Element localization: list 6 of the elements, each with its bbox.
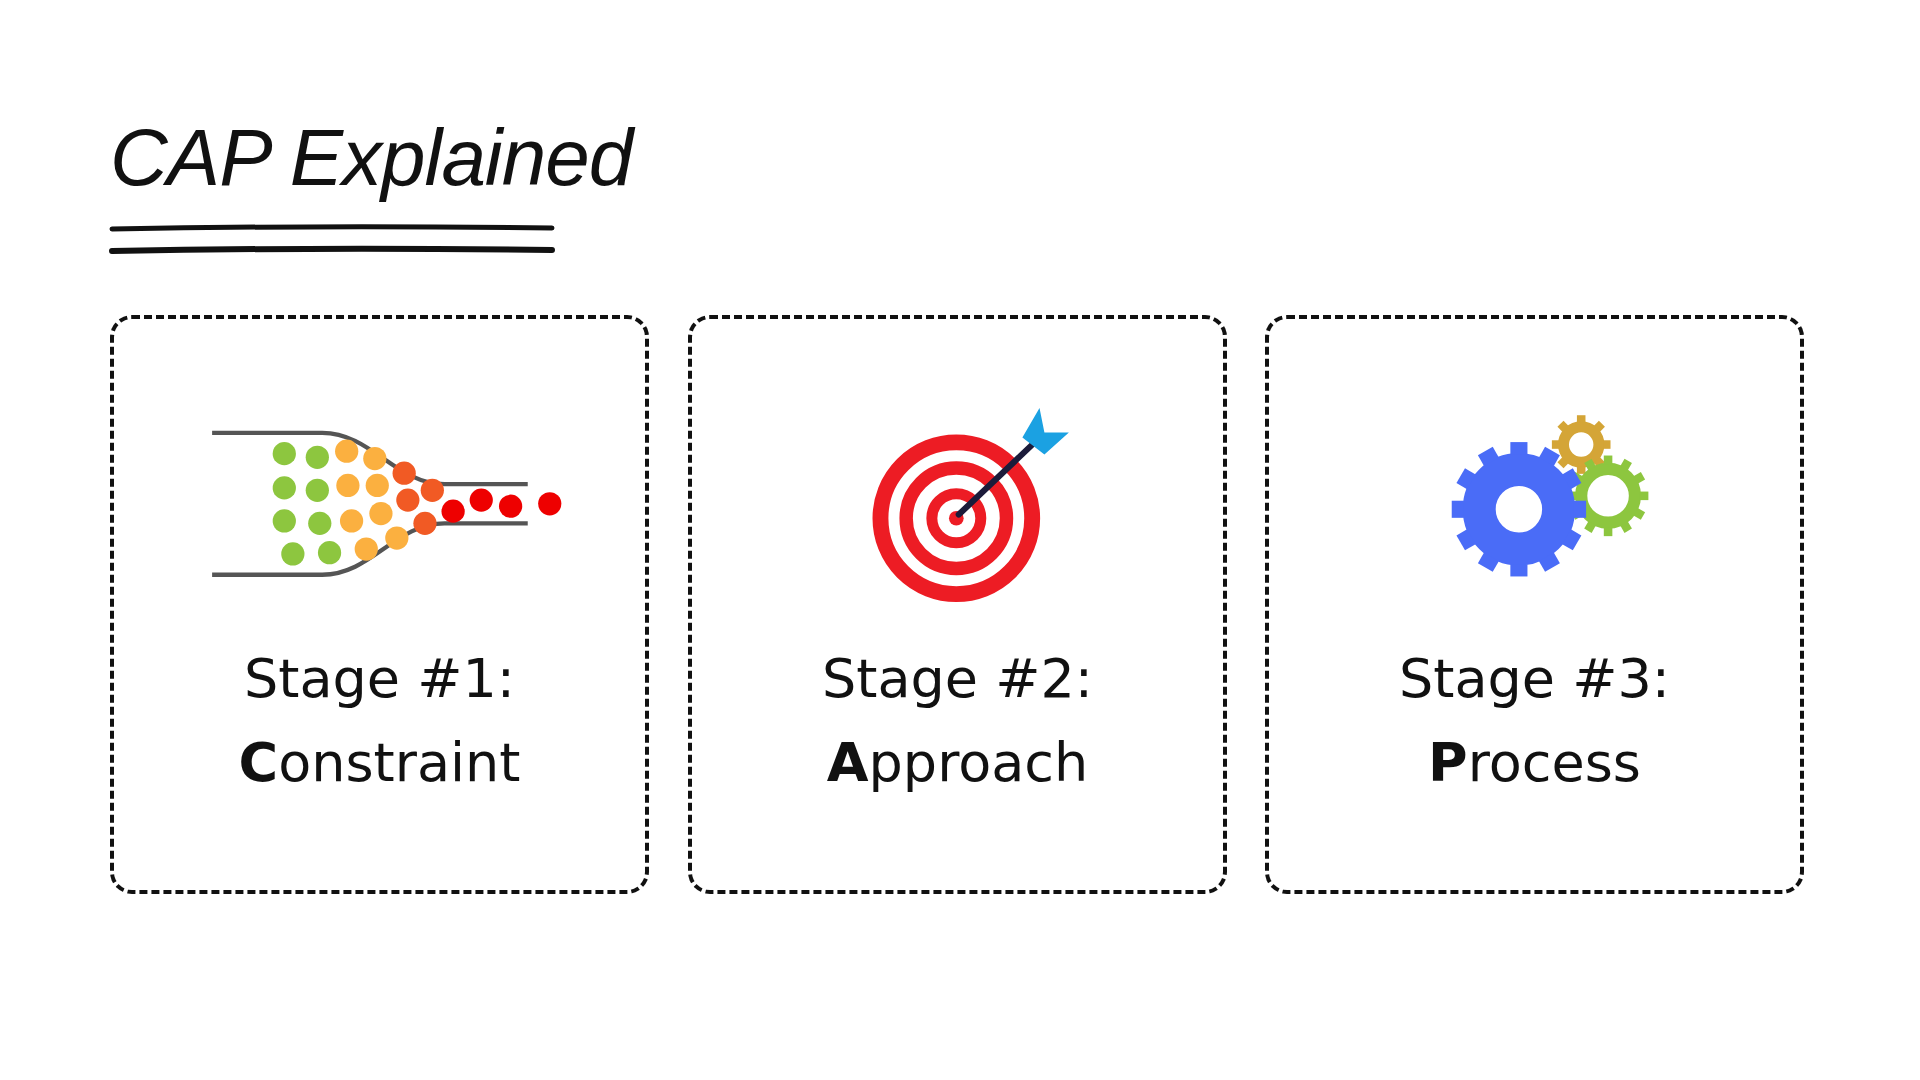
- stage-card: [1265, 315, 1804, 894]
- stage-label: Stage #2: Approach: [821, 646, 1094, 796]
- stage-label: Stage #1: Constraint: [237, 646, 522, 796]
- stage-card: [688, 315, 1227, 894]
- stage-label: Stage #3: Process: [1398, 646, 1671, 796]
- stage-card: [110, 315, 649, 894]
